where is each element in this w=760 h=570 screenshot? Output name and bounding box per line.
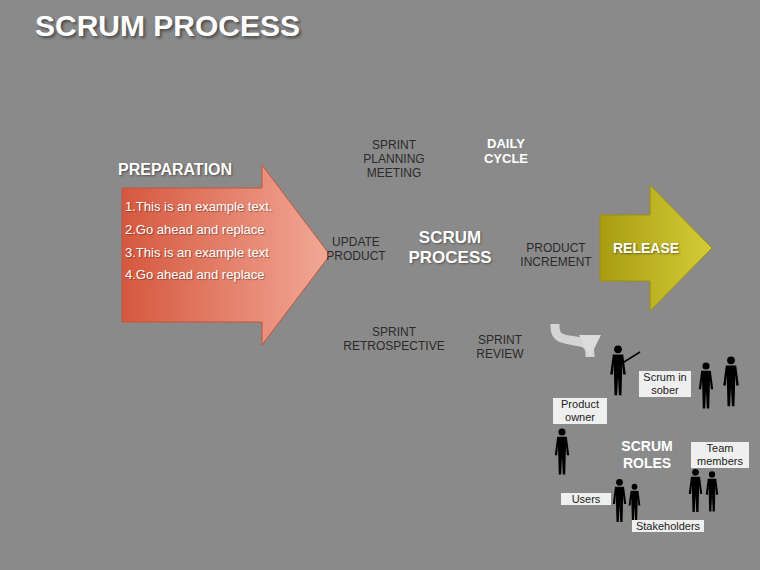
ring-segment: UPDATE PRODUCT bbox=[300, 172, 390, 325]
role-segment: Scrum in sober bbox=[614, 353, 730, 429]
text-holder: Team members bbox=[691, 442, 749, 467]
node-text: Scrum in sober bbox=[639, 371, 691, 396]
ring-segment: DAILY CYCLE bbox=[448, 98, 581, 214]
text-holder: SPRINT REVIEW bbox=[462, 334, 538, 362]
node-text: SCRUM PROCESS bbox=[398, 228, 502, 267]
segment-outline bbox=[616, 483, 728, 555]
node-text: 2.Go ahead and replace bbox=[125, 219, 325, 242]
flow-arrow bbox=[555, 324, 590, 357]
text-holder: Stakeholders bbox=[632, 520, 704, 533]
ring-shadow bbox=[385, 410, 525, 446]
node-text: SPRINT PLANNING MEETING bbox=[352, 139, 436, 180]
node-text: PRODUCT INCREMENT bbox=[517, 242, 595, 270]
pointer-stick bbox=[624, 352, 640, 362]
release-arrow: RELEASE bbox=[598, 183, 714, 313]
node-text: UPDATE PRODUCT bbox=[325, 236, 387, 264]
text-holder: SPRINT RETROSPECTIVE bbox=[342, 326, 446, 354]
node-text: SCRUM ROLES bbox=[607, 438, 687, 472]
circle-outline bbox=[390, 188, 510, 308]
role-segment: Users bbox=[545, 453, 635, 553]
node-text: Product owner bbox=[553, 398, 607, 423]
person-silhouette bbox=[613, 479, 627, 522]
segment-outline bbox=[322, 284, 450, 396]
text-holder: 1.This is an example text.2.Go ahead and… bbox=[125, 196, 325, 287]
segment-outline bbox=[512, 174, 598, 322]
preparation-arrow: PREPARATION 1.This is an example text.2.G… bbox=[116, 158, 334, 348]
circle-outline bbox=[600, 408, 694, 502]
arrow-outline bbox=[122, 165, 330, 345]
center-circle: SCRUM PROCESS bbox=[388, 186, 512, 310]
text-holder: SPRINT PLANNING MEETING bbox=[352, 139, 436, 180]
segment-outline bbox=[547, 455, 632, 550]
text-holder: Scrum in sober bbox=[639, 371, 691, 396]
segment-outline bbox=[302, 174, 388, 322]
segment-outline bbox=[450, 284, 578, 396]
text-holder: UPDATE PRODUCT bbox=[325, 236, 387, 264]
cardboard-box bbox=[56, 226, 120, 290]
ring-segment: PRODUCT INCREMENT bbox=[510, 172, 600, 324]
text-holder: DAILY CYCLE bbox=[470, 137, 542, 167]
node-text: PREPARATION bbox=[118, 161, 318, 179]
ring-segment: SPRINT REVIEW bbox=[448, 282, 581, 398]
page-title: SCRUM PROCESS bbox=[35, 9, 300, 43]
text-holder: PREPARATION bbox=[118, 161, 318, 179]
text-holder: PRODUCT INCREMENT bbox=[517, 242, 595, 270]
text-holder: Product owner bbox=[553, 398, 607, 423]
person-silhouette bbox=[699, 362, 713, 408]
cardboard-box bbox=[42, 176, 104, 238]
person-silhouette bbox=[610, 345, 626, 395]
segment-outline bbox=[322, 100, 450, 212]
role-segment: Stakeholders bbox=[614, 481, 730, 557]
person-silhouette bbox=[629, 484, 641, 521]
roles-center-circle: SCRUM ROLES bbox=[598, 406, 696, 504]
segment-outline bbox=[450, 100, 578, 212]
node-text: 4.Go ahead and replace bbox=[125, 264, 325, 287]
node-text: DAILY CYCLE bbox=[470, 137, 542, 167]
person-silhouette bbox=[706, 471, 719, 511]
node-text: Team members bbox=[691, 442, 749, 467]
node-text: SPRINT REVIEW bbox=[462, 334, 538, 362]
text-holder: SCRUM PROCESS bbox=[398, 228, 502, 267]
node-text: 3.This is an example text bbox=[125, 242, 325, 265]
person-silhouette bbox=[723, 356, 739, 406]
cardboard-box bbox=[4, 218, 64, 278]
segment-outline bbox=[616, 355, 728, 427]
person-silhouette bbox=[555, 428, 569, 474]
arrow-outline bbox=[600, 185, 712, 311]
ring-segment: SPRINT RETROSPECTIVE bbox=[319, 282, 452, 398]
node-text: Stakeholders bbox=[632, 520, 704, 533]
ring-segment: SPRINT PLANNING MEETING bbox=[319, 98, 452, 214]
text-holder: Users bbox=[561, 493, 611, 506]
role-segment: Team members bbox=[683, 394, 749, 516]
node-text: SPRINT RETROSPECTIVE bbox=[342, 326, 446, 354]
text-holder: SCRUM ROLES bbox=[607, 438, 687, 472]
node-text: 1.This is an example text. bbox=[125, 196, 325, 219]
node-text: RELEASE bbox=[606, 240, 686, 256]
segment-outline bbox=[547, 360, 632, 455]
text-holder: RELEASE bbox=[606, 240, 686, 256]
node-text: Users bbox=[561, 493, 611, 506]
person-silhouette bbox=[689, 469, 703, 512]
